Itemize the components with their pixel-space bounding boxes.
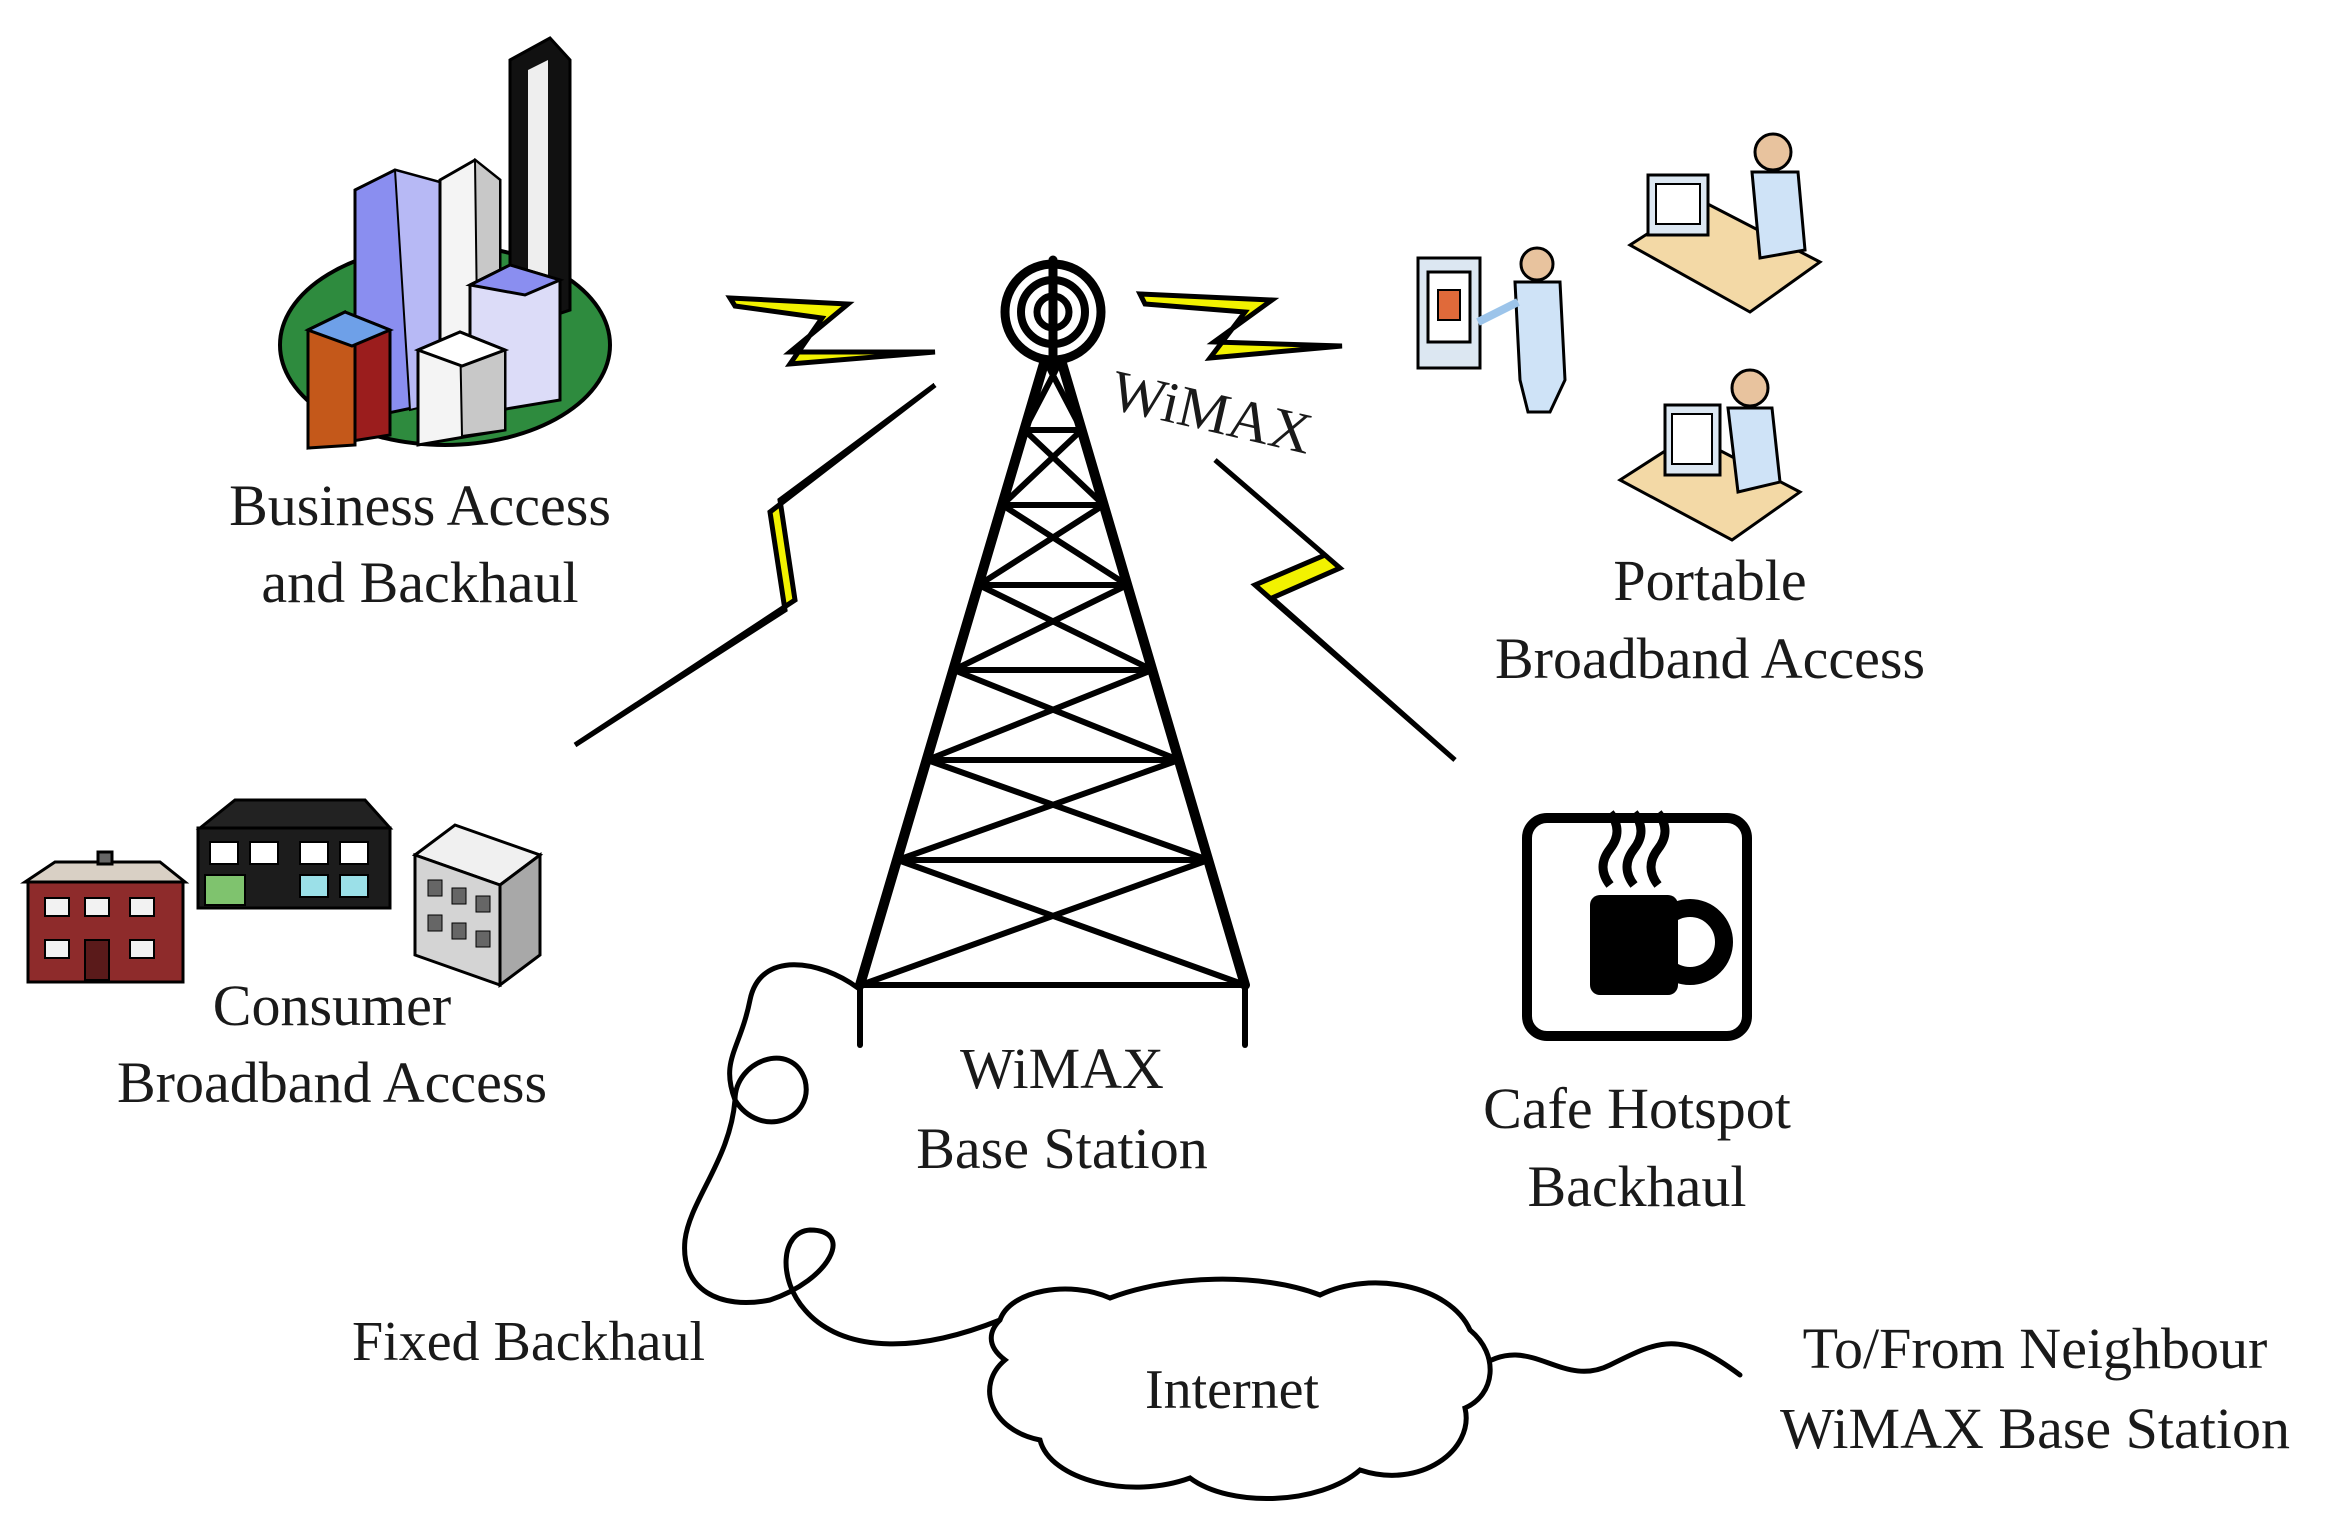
business-label: and Backhaul bbox=[261, 550, 578, 615]
fixed-backhaul-cable bbox=[682, 962, 1743, 1378]
lightning-bolt-icon bbox=[1213, 458, 1457, 762]
coffee-cup-icon bbox=[1522, 810, 1752, 1041]
consumer-label: Broadband Access bbox=[117, 1050, 547, 1115]
radio-tower-icon bbox=[855, 255, 1250, 1048]
base-station-label: WiMAX bbox=[960, 1036, 1164, 1101]
fixed-backhaul-label: Fixed Backhaul bbox=[352, 1311, 705, 1373]
lightning-bolt-icon bbox=[725, 295, 936, 367]
wimax-tag: WiMAX bbox=[1105, 357, 1318, 466]
neighbour-label: To/From Neighbour bbox=[1803, 1316, 2268, 1381]
houses-icon bbox=[20, 798, 544, 988]
signal-bolts bbox=[573, 291, 1457, 762]
neighbour-label: WiMAX Base Station bbox=[1780, 1396, 2290, 1461]
lightning-bolt-icon bbox=[1135, 291, 1343, 362]
cafe-label: Cafe Hotspot bbox=[1483, 1076, 1791, 1141]
portable-label: Portable bbox=[1613, 548, 1806, 613]
office-buildings-icon bbox=[278, 36, 612, 450]
portable-label: Broadband Access bbox=[1495, 626, 1925, 691]
lightning-bolt-icon bbox=[573, 382, 937, 748]
base-station-label: Base Station bbox=[916, 1116, 1208, 1181]
consumer-label: Consumer bbox=[213, 973, 451, 1038]
cafe-label: Backhaul bbox=[1527, 1154, 1746, 1219]
internet-label: Internet bbox=[1145, 1359, 1320, 1421]
internet-cloud-icon bbox=[987, 1276, 1493, 1501]
laptop-users-icon bbox=[1416, 132, 1823, 542]
business-label: Business Access bbox=[229, 473, 611, 538]
